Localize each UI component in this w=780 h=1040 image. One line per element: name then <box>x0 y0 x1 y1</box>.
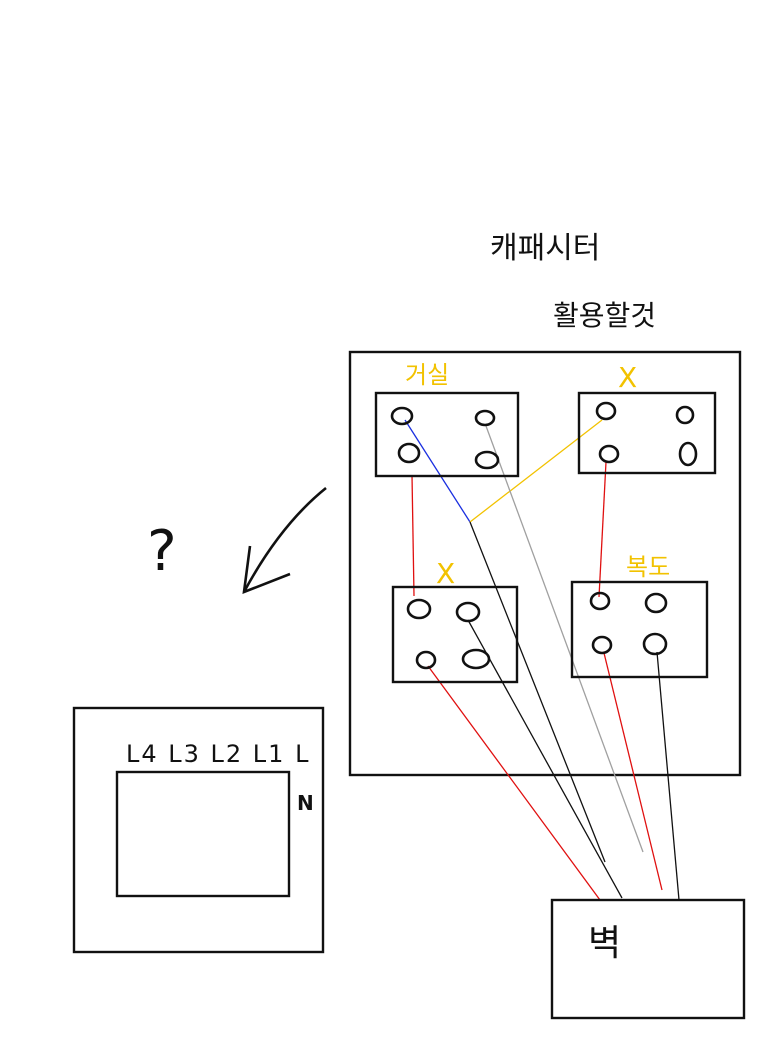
wires <box>404 419 680 901</box>
blue-wire <box>404 419 471 523</box>
switch-label: 거실 <box>405 361 449 389</box>
breaker-inner <box>115 770 291 898</box>
question-mark: ? <box>147 519 177 584</box>
switch-label: X <box>436 557 455 590</box>
gray-wire <box>485 425 644 853</box>
red-wire <box>411 474 415 597</box>
switch-hallway: 복도 <box>570 553 709 679</box>
switch-unused-2: X <box>391 557 519 684</box>
note-use-it: 활용할것 <box>553 299 656 332</box>
switch-label: X <box>618 361 637 394</box>
black-wire <box>467 619 623 899</box>
breaker-box <box>72 706 325 954</box>
black-wire <box>656 651 680 901</box>
switch-panel <box>348 350 742 777</box>
red-wire <box>603 652 663 891</box>
black-wire <box>469 521 606 863</box>
wall-label: 벽 <box>588 923 621 964</box>
note-capacitor: 캐패시터 <box>490 231 600 266</box>
switch-unused-1: X <box>577 361 717 475</box>
arrowhead-icon <box>242 545 291 595</box>
red-wire <box>427 665 601 901</box>
terminal-labels: L4 L3 L2 L1 L <box>126 740 310 768</box>
arrow-icon <box>242 486 327 593</box>
switch-label: 복도 <box>626 553 670 581</box>
neutral-label: N <box>297 791 314 815</box>
red-wire <box>598 461 607 598</box>
wall-box <box>550 898 746 1020</box>
switch-living-room: 거실 <box>374 361 520 478</box>
